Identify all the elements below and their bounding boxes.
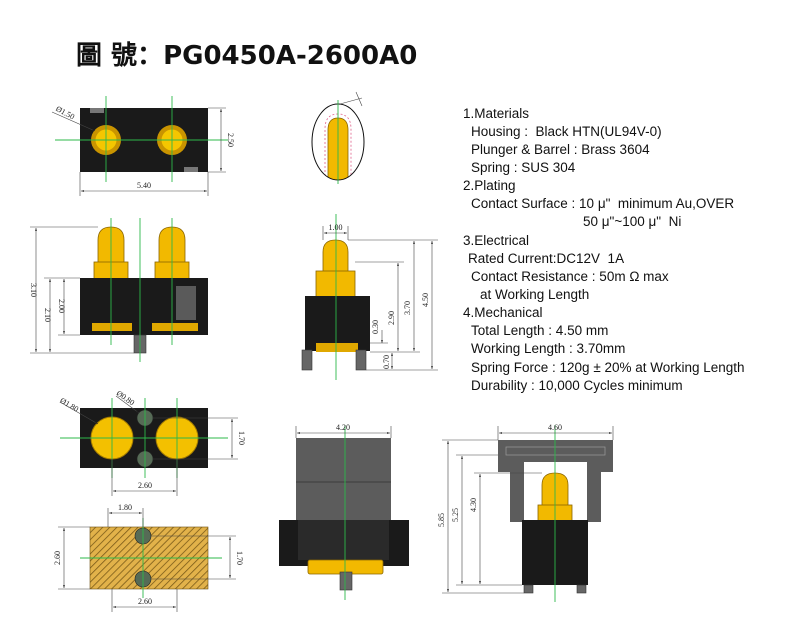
dim-row-spacing: 1.70 xyxy=(237,431,246,445)
dim-working-length: 3.70 xyxy=(403,301,412,315)
solder-tail xyxy=(355,349,367,371)
frame-lip xyxy=(498,462,510,472)
dim-length-a: 5.25 xyxy=(451,508,460,522)
housing xyxy=(305,296,370,351)
spec-durability: Durability : 10,000 Cycles minimum xyxy=(471,378,683,393)
dim-large-diameter: Ø1.80 xyxy=(58,396,80,414)
dim-height: 2.50 xyxy=(226,133,235,147)
dim-overall: 5.85 xyxy=(437,513,446,527)
barrel-base xyxy=(316,343,358,352)
mating-frame xyxy=(296,438,391,524)
drawing-title: 圖 號：PG0450A-2600A0 xyxy=(76,41,417,71)
barrel-base xyxy=(92,323,132,331)
leader-line xyxy=(115,395,140,414)
housing-window xyxy=(176,286,196,320)
spec-nickel: 50 μ"~100 μ" Ni xyxy=(583,214,681,229)
dim-row-spacing: 1.70 xyxy=(235,551,244,565)
spec-contact-resistance: Contact Resistance : 50m Ω max xyxy=(471,269,669,284)
solder-tail xyxy=(576,584,587,594)
leader-line xyxy=(59,401,99,425)
spec-contact-surface: Contact Surface : 10 μ" minimum Au,OVER xyxy=(471,196,734,211)
frame-inner-edge xyxy=(505,446,606,456)
top-view: 1.70 2.60 Ø1.80 Ø0.80 xyxy=(58,389,246,496)
spec-heading-plating: 2.Plating xyxy=(463,178,516,193)
dim-length-b: 0.30 xyxy=(371,320,380,334)
dim-pitch: 2.60 xyxy=(138,481,152,490)
dim-total-height: 3.10 xyxy=(29,283,38,297)
leader-line xyxy=(51,111,96,132)
housing-recess xyxy=(298,520,389,560)
dim-tip-width: 1.00 xyxy=(329,223,343,232)
frame-post xyxy=(510,462,524,522)
detail-leader xyxy=(339,97,363,105)
dim-height-a: 2.10 xyxy=(43,308,52,322)
solder-tail xyxy=(523,584,534,594)
housing-tab xyxy=(90,108,104,113)
dim-height: 2.60 xyxy=(53,551,62,565)
frame-post xyxy=(587,462,601,522)
housing-tab xyxy=(184,167,198,172)
mated-profile-view: 4.60 5.85 5.25 4.30 xyxy=(437,423,614,602)
solder-tail xyxy=(301,349,313,371)
part-number: PG0450A-2600A0 xyxy=(163,41,417,71)
dim-pitch: 2.60 xyxy=(138,597,152,606)
spec-total-length: Total Length : 4.50 mm xyxy=(471,323,608,338)
mated-front-view: 4.20 xyxy=(279,423,409,600)
dim-length-b: 4.30 xyxy=(469,498,478,512)
footprint-view: 1.80 2.60 1.70 2.60 xyxy=(53,503,244,612)
dim-offset: 1.80 xyxy=(118,503,132,512)
spec-heading-electrical: 3.Electrical xyxy=(463,233,529,248)
barrel-collar xyxy=(315,270,356,299)
spec-rated-current: Rated Current:DC12V 1A xyxy=(468,251,624,266)
spec-heading-mechanical: 4.Mechanical xyxy=(463,305,543,320)
dim-width: 4.20 xyxy=(336,423,350,432)
spec-spring-force: Spring Force : 120g ± 20% at Working Len… xyxy=(471,360,745,375)
dim-length-c: 0.70 xyxy=(382,355,391,369)
detail-leader xyxy=(355,91,363,107)
spec-resistance-condition: at Working Length xyxy=(480,287,589,302)
spec-working-length: Working Length : 3.70mm xyxy=(471,341,625,356)
tip-detail xyxy=(311,91,365,184)
profile-side-view: 1.00 4.50 3.70 2.90 0.30 0.70 xyxy=(301,214,438,380)
dim-height-b: 2.00 xyxy=(57,299,66,313)
front-side-view: 3.10 2.10 2.00 xyxy=(29,218,208,362)
end-view: 2.50 5.40 Ø1.50 xyxy=(51,96,235,196)
dim-length-a: 2.90 xyxy=(387,311,396,325)
dim-small-diameter: Ø0.80 xyxy=(115,389,136,408)
barrel-base xyxy=(152,323,198,331)
solder-tail xyxy=(339,571,353,591)
plunger xyxy=(322,239,349,275)
spec-housing: Housing : Black HTN(UL94V-0) xyxy=(471,124,662,139)
spec-plunger: Plunger & Barrel : Brass 3604 xyxy=(471,142,650,157)
spec-heading-materials: 1.Materials xyxy=(463,106,529,121)
dim-width: 4.60 xyxy=(548,423,562,432)
dim-width: 5.40 xyxy=(137,181,151,190)
specifications: 1.Materials Housing : Black HTN(UL94V-0)… xyxy=(463,106,745,393)
dim-plunger-diameter: Ø1.50 xyxy=(54,104,76,121)
frame-lip xyxy=(601,462,613,472)
title-label: 圖 號： xyxy=(76,41,163,71)
mating-frame-top xyxy=(498,440,613,462)
spec-spring: Spring : SUS 304 xyxy=(471,160,576,175)
dim-total-length: 4.50 xyxy=(421,293,430,307)
